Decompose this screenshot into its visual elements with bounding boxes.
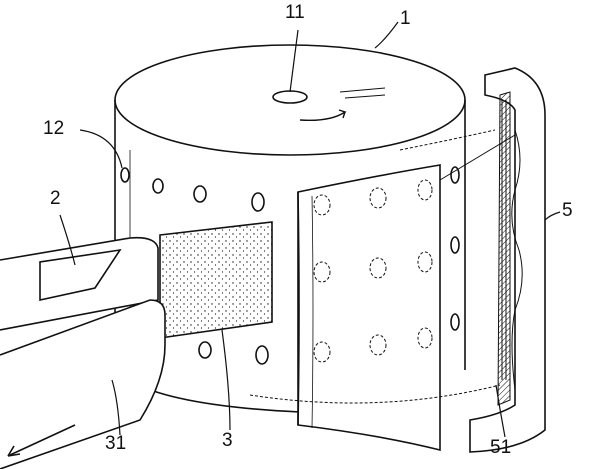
label-cover: 5: [562, 200, 573, 221]
label-belt: 31: [105, 433, 127, 454]
label-sheet: 3: [222, 430, 233, 451]
label-drum-center: 11: [285, 2, 305, 23]
nozzle: [0, 236, 166, 469]
label-nozzle: 2: [50, 188, 61, 209]
sheet: [159, 221, 273, 339]
label-holes: 12: [43, 118, 65, 139]
drum-holes: [120, 166, 460, 365]
cover: [439, 67, 546, 453]
sheet-panel: [249, 129, 501, 452]
leader-lines: [59, 21, 561, 438]
label-heater: 51: [490, 437, 512, 458]
label-drum: 1: [400, 8, 411, 29]
